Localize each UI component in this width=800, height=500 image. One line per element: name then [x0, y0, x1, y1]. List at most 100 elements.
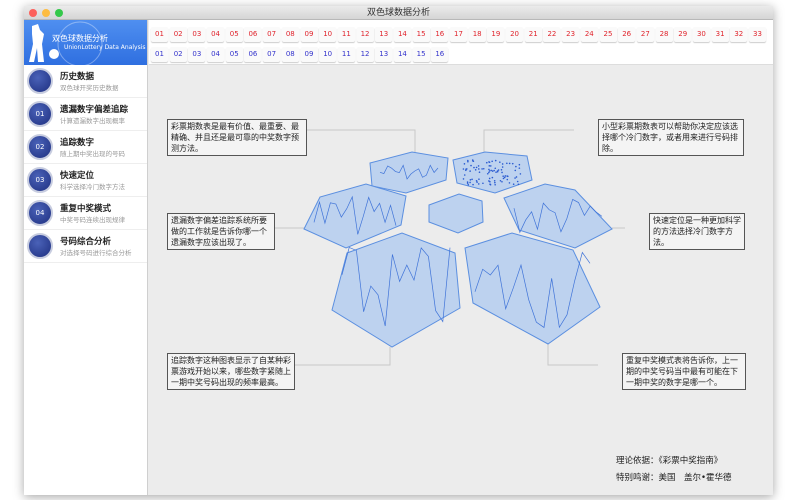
chart-dot — [473, 166, 475, 169]
red-ball-17[interactable]: 17 — [450, 27, 467, 42]
chart-dot — [469, 170, 471, 172]
close-button[interactable] — [29, 9, 37, 17]
zoom-button[interactable] — [55, 9, 63, 17]
blue-ball-15[interactable]: 15 — [412, 47, 430, 62]
red-ball-29[interactable]: 29 — [674, 27, 692, 42]
red-ball-22[interactable]: 22 — [543, 27, 561, 42]
blue-ball-02[interactable]: 02 — [169, 47, 187, 62]
red-ball-14[interactable]: 14 — [393, 27, 411, 42]
blue-ball-08[interactable]: 08 — [281, 47, 299, 62]
app-subtitle: UnionLottery Data Analysis — [64, 44, 146, 51]
chart-dot — [502, 175, 504, 177]
title-bar: 双色球数据分析 — [24, 6, 773, 20]
red-ball-28[interactable]: 28 — [655, 27, 673, 42]
red-ball-26[interactable]: 26 — [618, 27, 636, 42]
chart-dot — [469, 181, 471, 184]
red-ball-16[interactable]: 16 — [431, 27, 449, 42]
red-ball-12[interactable]: 12 — [356, 27, 374, 42]
blue-ball-05[interactable]: 05 — [225, 47, 243, 62]
chart-dot — [467, 159, 469, 162]
hex-history[interactable] — [369, 151, 449, 194]
red-ball-21[interactable]: 21 — [524, 27, 542, 42]
network-icon: 03 — [27, 167, 53, 193]
app-window: 双色球数据分析 双色球数据分析 UnionLottery Data Analys… — [24, 6, 773, 495]
chart-dot — [471, 178, 473, 181]
red-ball-05[interactable]: 05 — [225, 27, 243, 42]
blue-ball-09[interactable]: 09 — [300, 47, 318, 62]
red-ball-09[interactable]: 09 — [300, 27, 318, 42]
blue-ball-14[interactable]: 14 — [393, 47, 411, 62]
blue-ball-13[interactable]: 13 — [375, 47, 393, 62]
blue-ball-03[interactable]: 03 — [188, 47, 206, 62]
red-ball-10[interactable]: 10 — [319, 27, 337, 42]
red-ball-27[interactable]: 27 — [636, 27, 654, 42]
hex-mini-table[interactable] — [452, 151, 533, 194]
chart-dot — [475, 179, 478, 182]
chart-dot — [478, 178, 480, 180]
callout-history: 彩票期数表是最有价值、最重要、最精确、并且还是最可靠的中奖数字预测方法。 — [167, 119, 307, 156]
analysis-hexagon-diagram — [251, 129, 625, 366]
chart-line — [513, 198, 603, 234]
clock-icon — [27, 68, 53, 94]
red-ball-03[interactable]: 03 — [188, 27, 206, 42]
red-ball-25[interactable]: 25 — [599, 27, 617, 42]
chart-dot — [467, 183, 470, 186]
red-ball-08[interactable]: 08 — [281, 27, 299, 42]
red-ball-04[interactable]: 04 — [207, 27, 225, 42]
red-ball-24[interactable]: 24 — [580, 27, 598, 42]
sidebar-item-0[interactable]: 历史数据双色球开奖历史数据 — [24, 65, 147, 98]
chart-dot — [475, 166, 478, 169]
minimize-button[interactable] — [42, 9, 50, 17]
chart-dot — [514, 169, 517, 172]
red-ball-23[interactable]: 23 — [562, 27, 580, 42]
blue-ball-12[interactable]: 12 — [356, 47, 374, 62]
blue-ball-06[interactable]: 06 — [244, 47, 262, 62]
hex-quick-locate[interactable] — [503, 183, 613, 249]
red-ball-31[interactable]: 31 — [711, 27, 729, 42]
chart-dot — [472, 183, 474, 186]
chart-dot — [511, 162, 514, 165]
chart-dot — [503, 176, 506, 179]
red-ball-19[interactable]: 19 — [487, 27, 505, 42]
blue-ball-04[interactable]: 04 — [207, 47, 225, 62]
blue-ball-07[interactable]: 07 — [263, 47, 281, 62]
sidebar-item-label: 快速定位 — [60, 171, 95, 181]
red-ball-11[interactable]: 11 — [337, 27, 355, 42]
blue-ball-01[interactable]: 01 — [151, 47, 168, 62]
chart-dot — [516, 180, 519, 183]
blue-ball-11[interactable]: 11 — [337, 47, 355, 62]
hex-tracking[interactable] — [331, 232, 461, 348]
red-ball-33[interactable]: 33 — [749, 27, 766, 42]
chart-dot — [489, 181, 491, 183]
callout-quick-locate: 快速定位是一种更加科学的方法选择冷门数字方法。 — [649, 213, 745, 250]
chart-line — [474, 251, 591, 329]
red-ball-15[interactable]: 15 — [412, 27, 430, 42]
red-ball-13[interactable]: 13 — [375, 27, 393, 42]
chart-dot — [488, 168, 490, 171]
sidebar-item-5[interactable]: 号码综合分析对选择号码进行综合分析 — [24, 230, 147, 263]
chart-dot — [515, 165, 517, 168]
red-ball-07[interactable]: 07 — [263, 27, 281, 42]
hex-center[interactable] — [428, 193, 484, 234]
red-ball-32[interactable]: 32 — [730, 27, 748, 42]
callout-mini-table: 小型彩票期数表可以帮助你决定应该选择哪个冷门数字，或者用来进行号码排除。 — [598, 119, 744, 156]
callout-connector — [547, 344, 598, 366]
red-ball-18[interactable]: 18 — [468, 27, 486, 42]
blue-ball-10[interactable]: 10 — [319, 47, 337, 62]
hex-omission[interactable] — [303, 183, 407, 249]
chart-dot — [476, 181, 478, 183]
red-ball-02[interactable]: 02 — [169, 27, 187, 42]
red-ball-20[interactable]: 20 — [506, 27, 524, 42]
red-ball-06[interactable]: 06 — [244, 27, 262, 42]
red-ball-01[interactable]: 01 — [151, 27, 168, 42]
hex-repeat[interactable] — [464, 232, 601, 345]
chart-dot — [462, 168, 465, 170]
window-title: 双色球数据分析 — [366, 8, 430, 18]
blue-ball-16[interactable]: 16 — [431, 47, 449, 62]
red-ball-30[interactable]: 30 — [692, 27, 710, 42]
